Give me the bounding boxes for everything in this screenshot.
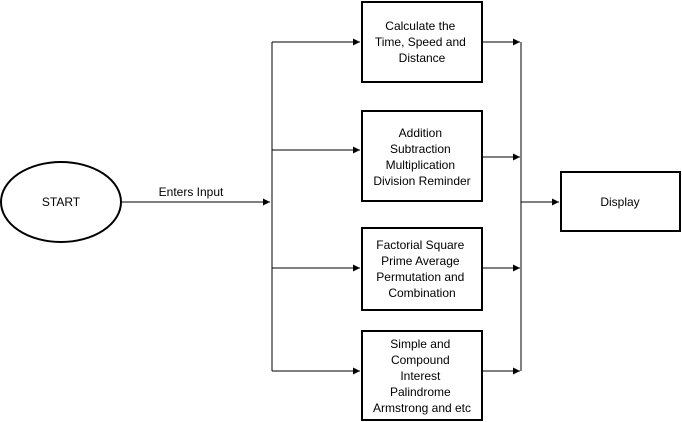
edge-label-enters-input: Enters Input xyxy=(159,185,224,199)
display-node: Display xyxy=(560,171,681,232)
process-box-arithmetic: Addition Subtraction Multiplication Divi… xyxy=(361,110,483,202)
display-label: Display xyxy=(600,195,639,209)
start-label: START xyxy=(42,195,81,209)
process-text-2: Addition Subtraction Multiplication Divi… xyxy=(373,126,470,188)
process-text-1: Calculate the Time, Speed and Distance xyxy=(375,19,469,65)
process-box-time-speed-distance: Calculate the Time, Speed and Distance xyxy=(361,1,483,83)
process-text-3: Factorial Square Prime Average Permutati… xyxy=(376,238,467,300)
process-text-4: Simple and Compound Interest Palindrome … xyxy=(373,337,471,415)
process-box-interest: Simple and Compound Interest Palindrome … xyxy=(361,330,483,421)
start-node: START xyxy=(0,161,122,243)
process-box-factorial: Factorial Square Prime Average Permutati… xyxy=(361,227,483,311)
